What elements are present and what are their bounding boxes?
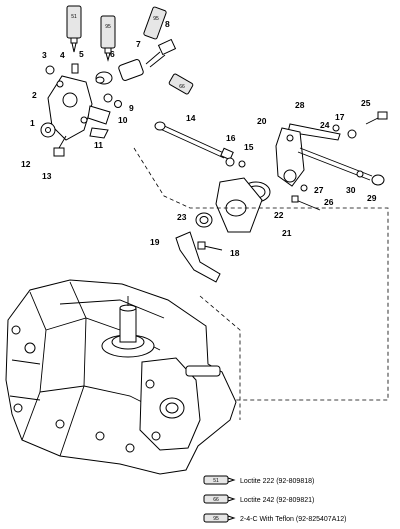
tube-label: 95 [153,16,159,22]
callout-21: 21 [282,228,292,238]
sealant-tube-66: 66 [168,73,194,95]
reference-line-b [199,295,241,420]
callout-17: 17 [335,112,345,122]
callout-18: 18 [230,248,240,258]
callout-6: 6 [110,49,115,59]
legend-text: 2-4-C With Teflon (92-825407A12) [240,516,346,523]
legend-text: Loctite 222 (92-809818) [240,478,314,485]
clamp-assembly [195,177,271,233]
callout-28: 28 [295,100,305,110]
callout-4: 4 [60,50,65,60]
tube-label: 66 [179,84,185,90]
bracket-19 [175,231,223,283]
sealant-tube-95-right: 95 [143,6,167,40]
callout-14: 14 [186,113,196,123]
callout-5: 5 [79,49,84,59]
callout-27: 27 [314,185,324,195]
callout-8: 8 [165,19,170,29]
link-rod [154,121,234,161]
callout-20: 20 [257,116,267,126]
reference-line-a [133,147,389,401]
callout-19: 19 [150,237,160,247]
callout-7: 7 [136,39,141,49]
callout-10: 10 [118,115,128,125]
tube-label: 51 [71,14,77,20]
legend-code: 95 [213,516,219,522]
legend-row: 51 Loctite 222 (92-809818) [203,475,314,485]
callout-30: 30 [346,185,356,195]
legend-row: 66 Loctite 242 (92-809821) [203,494,314,504]
right-linkage [275,111,388,211]
legend-text: Loctite 242 (92-809821) [240,497,314,504]
sealant-tube-95-top: 95 [100,15,116,62]
washer-16 [225,157,235,167]
callout-16: 16 [226,133,236,143]
callout-23: 23 [177,212,187,222]
callout-11: 11 [94,140,103,150]
callout-3: 3 [42,50,47,60]
callout-13: 13 [42,171,52,181]
legend-code: 66 [213,497,219,503]
legend-code: 51 [213,478,219,484]
callout-1: 1 [30,118,35,128]
callout-29: 29 [367,193,377,203]
clip-15 [238,160,246,168]
upper-left-assembly [40,38,177,157]
tube-label: 95 [105,24,111,30]
callout-15: 15 [244,142,254,152]
callout-22: 22 [274,210,284,220]
callout-2: 2 [32,90,37,100]
powerhead-block [5,279,237,475]
sealant-tube-51-top: 51 [66,5,82,53]
callout-24: 24 [320,120,330,130]
callout-26: 26 [324,197,334,207]
callout-9: 9 [129,103,134,113]
sealant-legend: 51 Loctite 222 (92-809818) 66 Loctite 24… [203,475,346,523]
legend-row: 95 2-4-C With Teflon (92-825407A12) [203,513,346,523]
callouts: 1 2 3 4 5 6 7 8 9 10 11 12 13 14 15 16 1… [21,19,377,258]
callout-25: 25 [361,98,371,108]
callout-12: 12 [21,159,31,169]
